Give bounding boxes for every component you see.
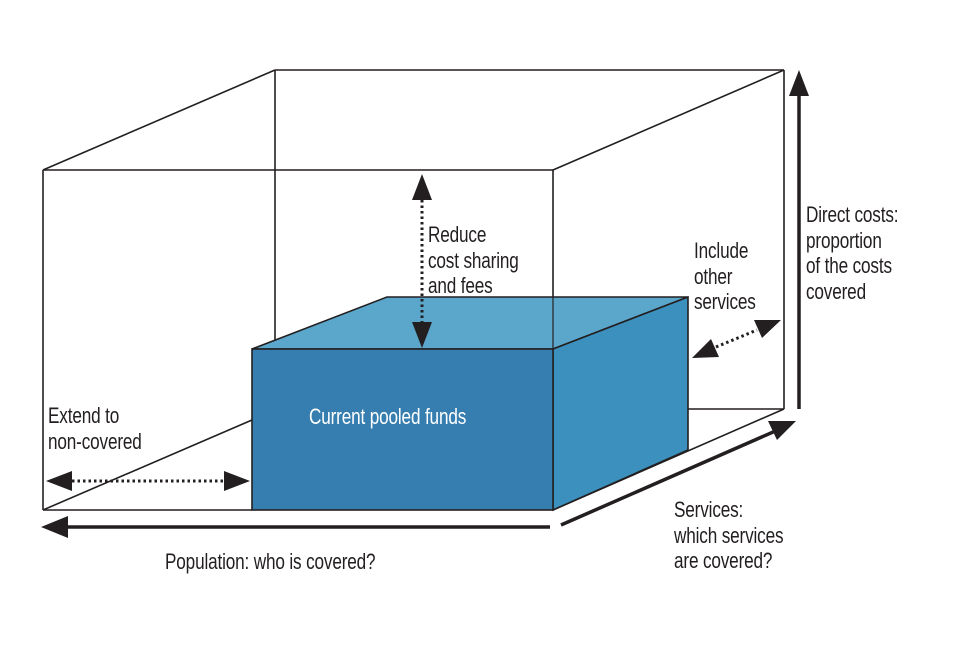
services-arrowhead-icon xyxy=(768,421,796,440)
population-label-text: Population: who is covered? xyxy=(165,549,376,574)
direct-costs-arrowhead-icon xyxy=(789,70,809,96)
reduce-up-arrowhead-icon xyxy=(412,174,432,200)
pooled-funds-box xyxy=(251,295,689,512)
services-label-line: are covered? xyxy=(674,548,773,573)
include-in-arrowhead-icon xyxy=(692,339,719,358)
dotted-arrows xyxy=(72,200,758,483)
include-label-line: Include xyxy=(694,238,749,263)
include-out-arrowhead-icon xyxy=(754,320,781,338)
depth-top-left-edge xyxy=(42,69,276,171)
services-axis-arrow xyxy=(560,427,781,527)
depth-top-right-edge xyxy=(552,69,785,171)
direct-costs-label-line: covered xyxy=(806,278,866,304)
box-label: Current pooled funds xyxy=(309,404,466,430)
depth-bottom-left-edge xyxy=(42,419,253,511)
include-arrow-shaft xyxy=(715,328,758,349)
axis-arrows xyxy=(62,92,801,529)
include-other-services-label: Include other services xyxy=(694,238,756,315)
box-front-face xyxy=(251,348,554,511)
reduce-label-line: Reduce xyxy=(428,222,487,247)
direct-costs-label-line: of the costs xyxy=(806,253,892,278)
reduce-down-arrowhead-icon xyxy=(412,322,432,348)
reduce-label-line: and fees xyxy=(428,273,493,298)
wireframe-back xyxy=(42,69,785,511)
population-arrowhead-icon xyxy=(41,516,68,538)
extend-label-line: Extend to xyxy=(48,403,120,428)
direct-costs-label-line: Direct costs: xyxy=(806,202,899,227)
reduce-label-line: cost sharing xyxy=(428,247,519,273)
axis-arrowheads xyxy=(41,70,809,538)
services-label-line: which services xyxy=(674,522,784,548)
extend-right-arrowhead-icon xyxy=(224,471,250,491)
population-axis-label: Population: who is covered? xyxy=(165,549,376,575)
box-label-text: Current pooled funds xyxy=(309,404,467,429)
dotted-arrowheads xyxy=(46,174,781,491)
extend-to-non-covered-label: Extend to non-covered xyxy=(48,403,142,454)
extend-label-line: non-covered xyxy=(48,428,142,454)
services-axis-label: Services: which services are covered? xyxy=(674,497,784,574)
direct-costs-label: Direct costs: proportion of the costs co… xyxy=(806,202,899,304)
include-label-line: other xyxy=(694,263,733,289)
wireframe-front xyxy=(42,169,554,511)
services-label-line: Services: xyxy=(674,497,744,522)
include-label-line: services xyxy=(694,289,756,314)
reduce-cost-sharing-label: Reduce cost sharing and fees xyxy=(428,222,519,299)
direct-costs-label-line: proportion xyxy=(806,227,882,253)
extend-left-arrowhead-icon xyxy=(46,471,72,491)
